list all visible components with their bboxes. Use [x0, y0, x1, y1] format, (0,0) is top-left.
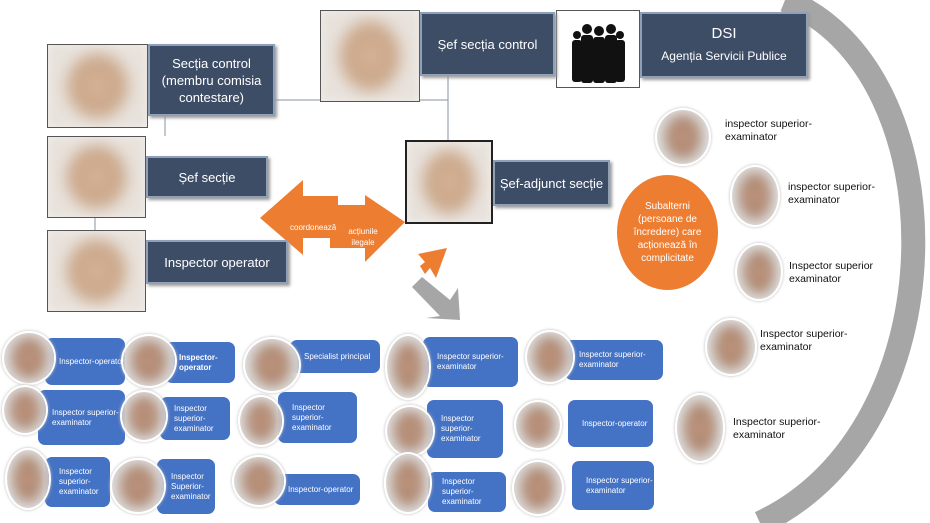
avatar	[512, 460, 564, 516]
photo-sef-adjunct	[405, 140, 493, 224]
photo-sef-sectie	[47, 136, 146, 218]
avatar	[655, 108, 711, 166]
avatar	[238, 395, 284, 447]
right-list-label: Inspector superior examinator	[789, 260, 874, 285]
avatar	[232, 455, 286, 507]
avatar	[121, 334, 177, 388]
avatar	[385, 334, 431, 400]
accomplices-circle: Subalterni (persoane de încredere) care …	[617, 175, 718, 290]
staff-card: Inspector superior-examinator	[565, 340, 663, 380]
staff-card: Inspector-operator	[568, 400, 653, 447]
avatar	[675, 393, 725, 463]
right-list-label: Inspector superior-examinator	[733, 416, 821, 441]
avatar	[525, 330, 575, 384]
staff-card: Inspector-operator	[165, 342, 235, 383]
avatar	[730, 165, 780, 227]
staff-card: Inspector-operator	[45, 338, 125, 385]
staff-card: Inspector superior-examinator	[45, 457, 110, 507]
right-list-label: inspector superior-examinator	[788, 181, 875, 206]
right-list-label: Inspector superior-examinator	[760, 328, 848, 353]
staff-card: Inspector superior-examinator	[278, 392, 357, 443]
avatar	[120, 390, 168, 442]
dsi-title: DSI	[711, 25, 737, 42]
avatar	[110, 458, 166, 514]
staff-card: Specialist principal	[290, 340, 380, 373]
avatar	[385, 405, 435, 457]
avatar	[5, 448, 51, 510]
avatar	[735, 243, 783, 301]
photo-sectia-control	[47, 44, 148, 128]
photo-sef-sectia-control	[320, 10, 420, 102]
right-list-label: inspector superior-examinator	[725, 118, 812, 143]
dsi-subtitle: Agenția Servicii Publice	[661, 49, 787, 63]
staff-card: Inspector superior-examinator	[160, 397, 230, 440]
avatar	[384, 452, 432, 514]
photo-inspector-operator	[47, 230, 146, 312]
sef-adjunct-box: Șef-adjunct secție	[493, 160, 610, 206]
avatar	[2, 385, 48, 435]
avatar	[2, 331, 56, 385]
double-arrow-icon	[260, 180, 460, 320]
staff-card: Inspector superior-examinator	[423, 337, 518, 387]
sef-sectie-box: Șef secție	[146, 156, 268, 198]
inspector-operator-box: Inspector operator	[146, 240, 288, 284]
sef-sectia-control-box: Șef secția control	[420, 12, 555, 76]
dsi-box: DSI Agenția Servicii Publice	[640, 12, 808, 78]
staff-card: Inspector Superior-examinator	[157, 459, 215, 514]
arrow-label-coordoneaza: coordonează	[290, 223, 337, 232]
group-silhouette-icon	[556, 10, 640, 88]
sectia-control-box: Secția control (membru comisia contestar…	[148, 44, 275, 116]
arrow-label-actiunile: acțiunile ilegale	[348, 227, 378, 247]
staff-card: Inspector-operator	[274, 474, 360, 505]
staff-card: Inspector superior-examinator	[38, 390, 125, 445]
staff-card: Inspector superior-examinator	[427, 400, 503, 458]
staff-card: Inspector superior-examinator	[572, 461, 654, 510]
avatar	[514, 400, 562, 450]
avatar	[705, 318, 757, 376]
avatar	[243, 337, 301, 393]
staff-card: Inspector superior-examinator	[428, 472, 506, 512]
